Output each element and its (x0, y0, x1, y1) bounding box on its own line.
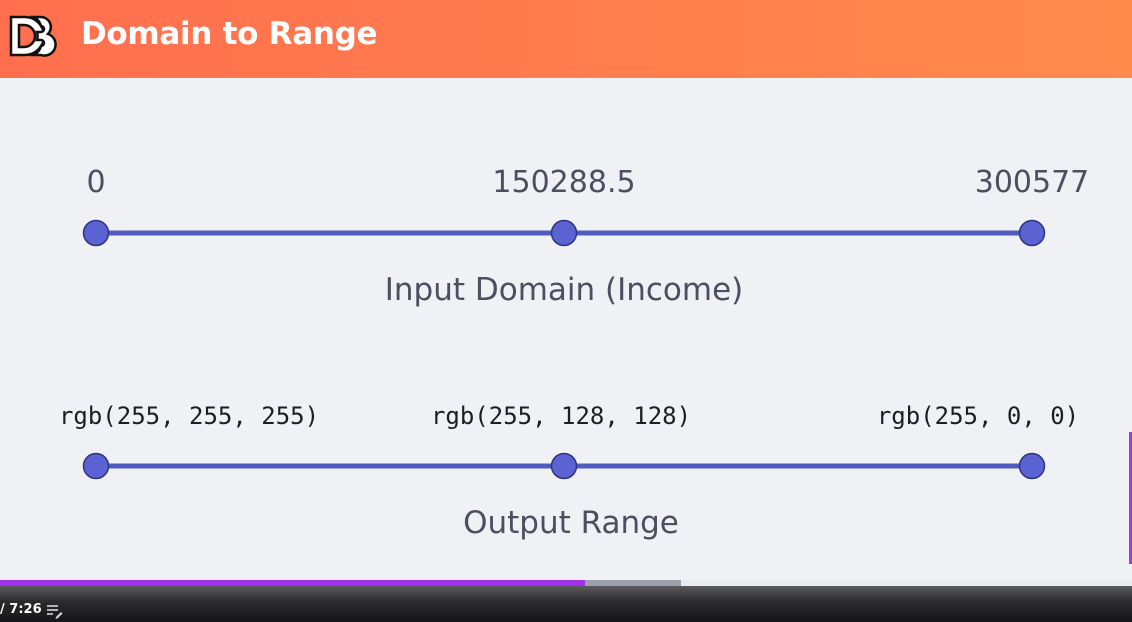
domain-dot-min (82, 219, 110, 247)
domain-tick-label-min: 0 (86, 165, 105, 200)
video-controls: / 7:26 (0, 586, 1132, 622)
range-caption: Output Range (463, 505, 679, 541)
range-scale: rgb(255, 255, 255) rgb(255, 128, 128) rg… (59, 402, 1079, 541)
slide-title: Domain to Range (81, 16, 378, 52)
notes-edit-icon[interactable] (46, 603, 64, 619)
domain-tick-label-max: 300577 (975, 165, 1090, 200)
range-dot-min (82, 452, 110, 480)
video-time: / 7:26 (0, 602, 42, 617)
video-progress-bar[interactable] (0, 580, 1132, 586)
d3-logo-icon (9, 15, 57, 57)
domain-caption: Input Domain (Income) (385, 272, 744, 308)
range-dot-mid (550, 452, 578, 480)
domain-dot-max (1018, 219, 1046, 247)
range-dot-max (1018, 452, 1046, 480)
domain-scale: 0 150288.5 300577 Input Domain (Income) (82, 165, 1090, 308)
domain-dot-mid (550, 219, 578, 247)
progress-played (0, 580, 586, 586)
side-accent-bar (1129, 432, 1132, 564)
range-tick-label-max: rgb(255, 0, 0) (877, 402, 1079, 430)
slide-header: Domain to Range (0, 0, 1132, 78)
domain-range-diagram: 0 150288.5 300577 Input Domain (Income) … (59, 165, 1090, 541)
range-tick-label-min: rgb(255, 255, 255) (59, 402, 319, 430)
range-tick-label-mid: rgb(255, 128, 128) (431, 402, 691, 430)
domain-tick-label-mid: 150288.5 (492, 165, 635, 200)
